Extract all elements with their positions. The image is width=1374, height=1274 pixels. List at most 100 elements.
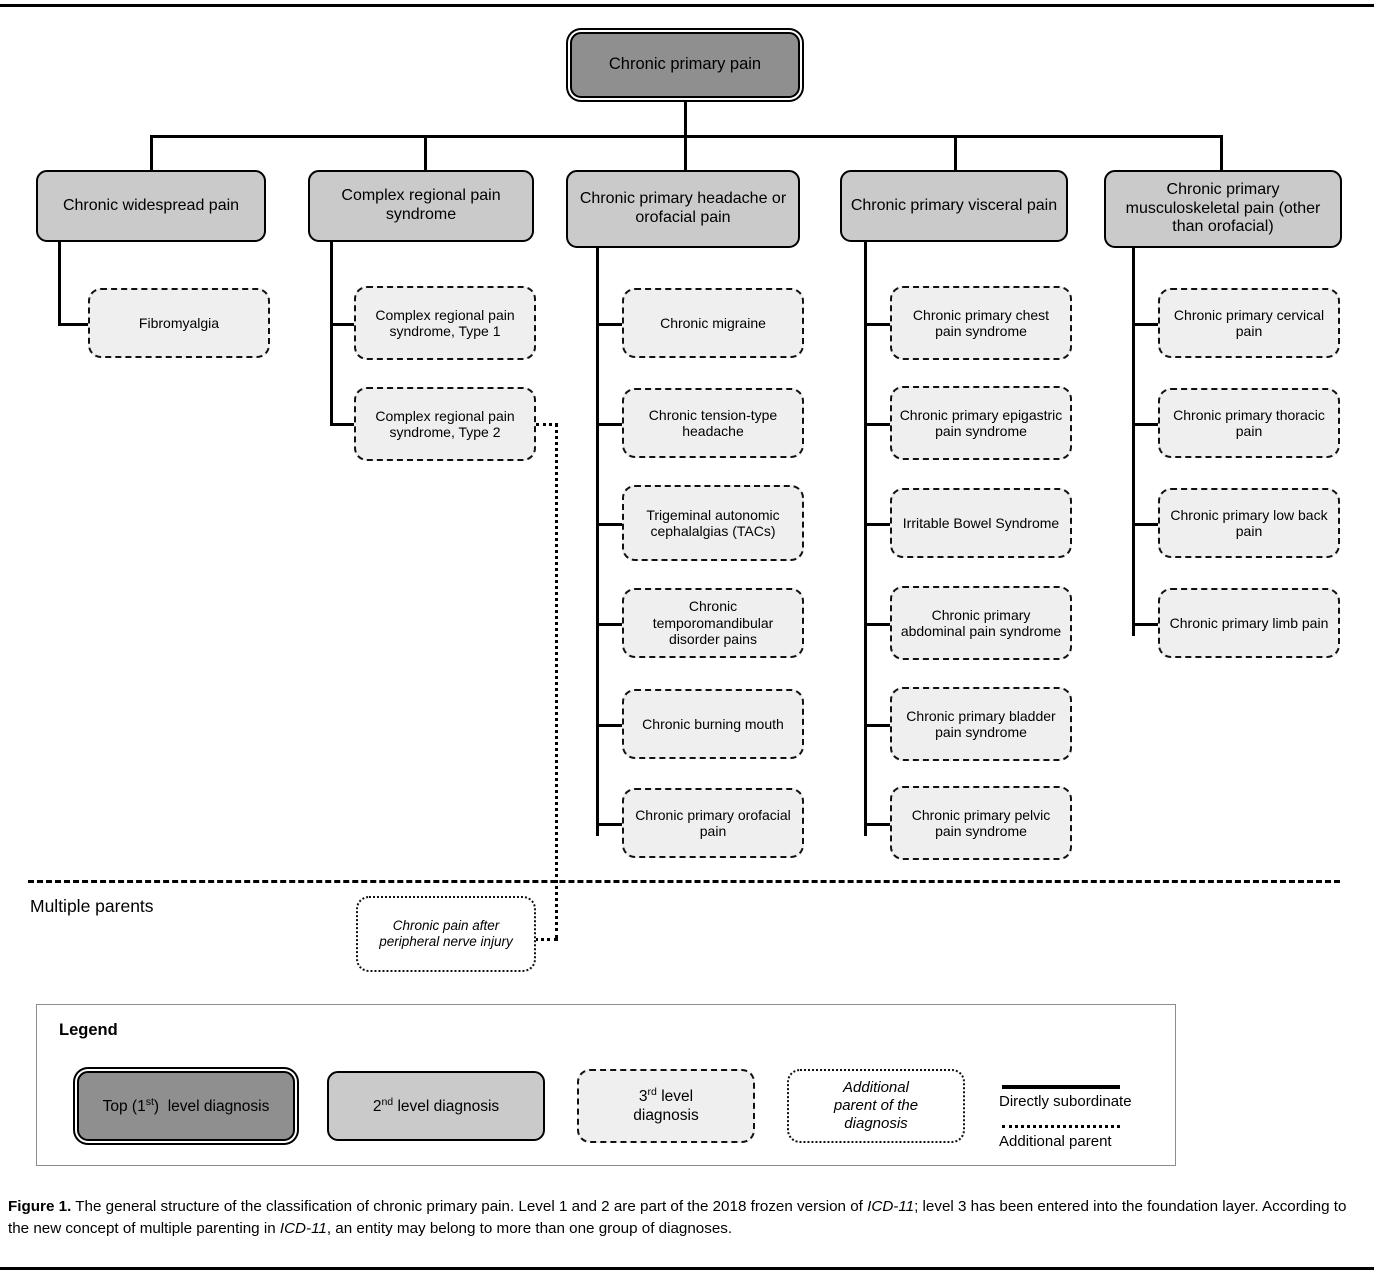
connector-drop-col4 [954,135,957,170]
connector-col5-stub-3 [1132,523,1162,526]
connector-col1-stub-1 [58,323,90,326]
legend-swatch-level-1: Top (1st) level diagnosis [77,1071,295,1141]
node-level2-chronic-primary-musculoskeletal-pain[interactable]: Chronic primary musculoskeletal pain (ot… [1104,170,1342,248]
node-label: Chronic primary cervical pain [1173,306,1325,339]
connector-col5-stub-2 [1132,423,1162,426]
node-level3-chronic-primary-chest-pain-syndrome[interactable]: Chronic primary chest pain syndrome [890,286,1072,360]
connector-col3-stub-3 [596,523,626,526]
node-level3-trigeminal-autonomic-cephalalgias[interactable]: Trigeminal autonomic cephalalgias (TACs) [622,485,804,561]
node-label: Complex regional pain syndrome [341,187,501,223]
multiple-parents-divider [28,880,1340,883]
connector-col5-trunk [1132,248,1135,636]
node-root-chronic-primary-pain[interactable]: Chronic primary pain [570,32,800,98]
node-label: Chronic primary bladder pain syndrome [906,707,1056,740]
node-level3-chronic-temporomandibular-disorder-pains[interactable]: Chronic temporomandibular disorder pains [622,588,804,658]
connector-col2-stub-2 [330,423,356,426]
connector-col3-stub-6 [596,823,626,826]
legend-line-dotted-label: Additional parent [999,1133,1112,1150]
connector-drop-col2 [424,135,427,170]
node-label: Irritable Bowel Syndrome [902,514,1060,531]
connector-col5-stub-1 [1132,323,1162,326]
node-level3-chronic-primary-thoracic-pain[interactable]: Chronic primary thoracic pain [1158,388,1340,458]
node-label: Chronic primary abdominal pain syndrome [900,606,1062,639]
node-level3-fibromyalgia[interactable]: Fibromyalgia [88,288,270,358]
node-label: Chronic primary pelvic pain syndrome [911,806,1051,839]
connector-col2-trunk [330,242,333,426]
legend-swatch-label: 2nd level diagnosis [372,1095,500,1115]
top-rule [0,4,1374,7]
node-label: Chronic tension-type headache [648,406,778,439]
connector-drop-col5 [1220,135,1223,170]
node-label: Chronic pain after peripheral nerve inju… [379,918,513,949]
node-label: Chronic primary low back pain [1170,506,1328,539]
connector-col2-stub-1 [330,323,356,326]
node-label: Chronic primary epigastric pain syndrome [899,406,1063,439]
node-level3-chronic-primary-abdominal-pain-syndrome[interactable]: Chronic primary abdominal pain syndrome [890,586,1072,660]
connector-col3-stub-2 [596,423,626,426]
node-label: Chronic primary musculoskeletal pain (ot… [1125,180,1321,236]
node-level3-crps-type-1[interactable]: Complex regional pain syndrome, Type 1 [354,286,536,360]
connector-drop-col1 [150,135,153,170]
legend-swatch-level-2: 2nd level diagnosis [327,1071,545,1141]
connector-col4-stub-5 [864,724,894,727]
legend-line-solid-icon [1002,1085,1120,1089]
node-level3-chronic-primary-low-back-pain[interactable]: Chronic primary low back pain [1158,488,1340,558]
node-level2-chronic-widespread-pain[interactable]: Chronic widespread pain [36,170,266,242]
node-level2-chronic-primary-headache-orofacial-pain[interactable]: Chronic primary headache or orofacial pa… [566,170,800,248]
node-label: Chronic widespread pain [62,196,240,214]
connector-col4-stub-1 [864,323,894,326]
connector-col4-stub-2 [864,423,894,426]
connector-col3-stub-5 [596,724,626,727]
node-level3-chronic-primary-epigastric-pain-syndrome[interactable]: Chronic primary epigastric pain syndrome [890,386,1072,460]
node-level3-chronic-migraine[interactable]: Chronic migraine [622,288,804,358]
node-level3-crps-type-2[interactable]: Complex regional pain syndrome, Type 2 [354,387,536,461]
connector-col1-trunk [58,242,61,326]
node-label: Chronic primary limb pain [1169,614,1329,631]
connector-col4-stub-6 [864,823,894,826]
legend-line-solid-label: Directly subordinate [999,1093,1132,1110]
bottom-rule [0,1267,1374,1270]
multiple-parents-label: Multiple parents [30,896,154,916]
connector-col3-stub-4 [596,623,626,626]
node-label: Chronic primary headache or orofacial pa… [579,190,787,226]
node-level3-chronic-primary-cervical-pain[interactable]: Chronic primary cervical pain [1158,288,1340,358]
legend-line-dotted-icon [1002,1125,1120,1128]
node-level3-chronic-primary-pelvic-pain-syndrome[interactable]: Chronic primary pelvic pain syndrome [890,786,1072,860]
node-level3-chronic-primary-orofacial-pain[interactable]: Chronic primary orofacial pain [622,788,804,858]
node-label: Fibromyalgia [138,314,220,331]
node-label: Complex regional pain syndrome, Type 1 [375,306,515,339]
node-level3-chronic-tension-type-headache[interactable]: Chronic tension-type headache [622,388,804,458]
connector-col3-trunk [596,248,599,836]
node-label: Chronic burning mouth [642,715,784,732]
node-level3-chronic-burning-mouth[interactable]: Chronic burning mouth [622,689,804,759]
node-level2-chronic-primary-visceral-pain[interactable]: Chronic primary visceral pain [840,170,1068,242]
legend-swatch-label: Top (1st) level diagnosis [102,1095,270,1115]
node-label: Chronic primary visceral pain [850,196,1058,214]
node-label: Chronic primary chest pain syndrome [912,306,1050,339]
node-additional-parent-chronic-pain-after-peripheral-nerve-injury[interactable]: Chronic pain after peripheral nerve inju… [356,896,536,972]
connector-drop-col3 [684,135,687,170]
figure-caption: Figure 1. The general structure of the c… [8,1198,1347,1238]
node-level3-chronic-primary-limb-pain[interactable]: Chronic primary limb pain [1158,588,1340,658]
node-level2-complex-regional-pain-syndrome[interactable]: Complex regional pain syndrome [308,170,534,242]
node-label: Chronic primary thoracic pain [1173,406,1325,439]
node-label: Complex regional pain syndrome, Type 2 [375,407,515,440]
connector-col4-stub-4 [864,623,894,626]
node-label: Chronic primary pain [608,55,762,74]
node-level3-chronic-primary-bladder-pain-syndrome[interactable]: Chronic primary bladder pain syndrome [890,687,1072,761]
node-label: Chronic migraine [660,314,766,331]
connector-additional-parent-seg-top [536,423,558,426]
connector-additional-parent-seg-bottom [534,938,558,941]
node-label: Chronic temporomandibular disorder pains [652,598,774,648]
connector-col3-stub-1 [596,323,626,326]
connector-additional-parent-seg-vertical [555,423,558,939]
connector-col4-stub-3 [864,523,894,526]
legend-title: Legend [59,1021,118,1039]
connector-col4-trunk [864,242,867,836]
node-level3-irritable-bowel-syndrome[interactable]: Irritable Bowel Syndrome [890,488,1072,558]
